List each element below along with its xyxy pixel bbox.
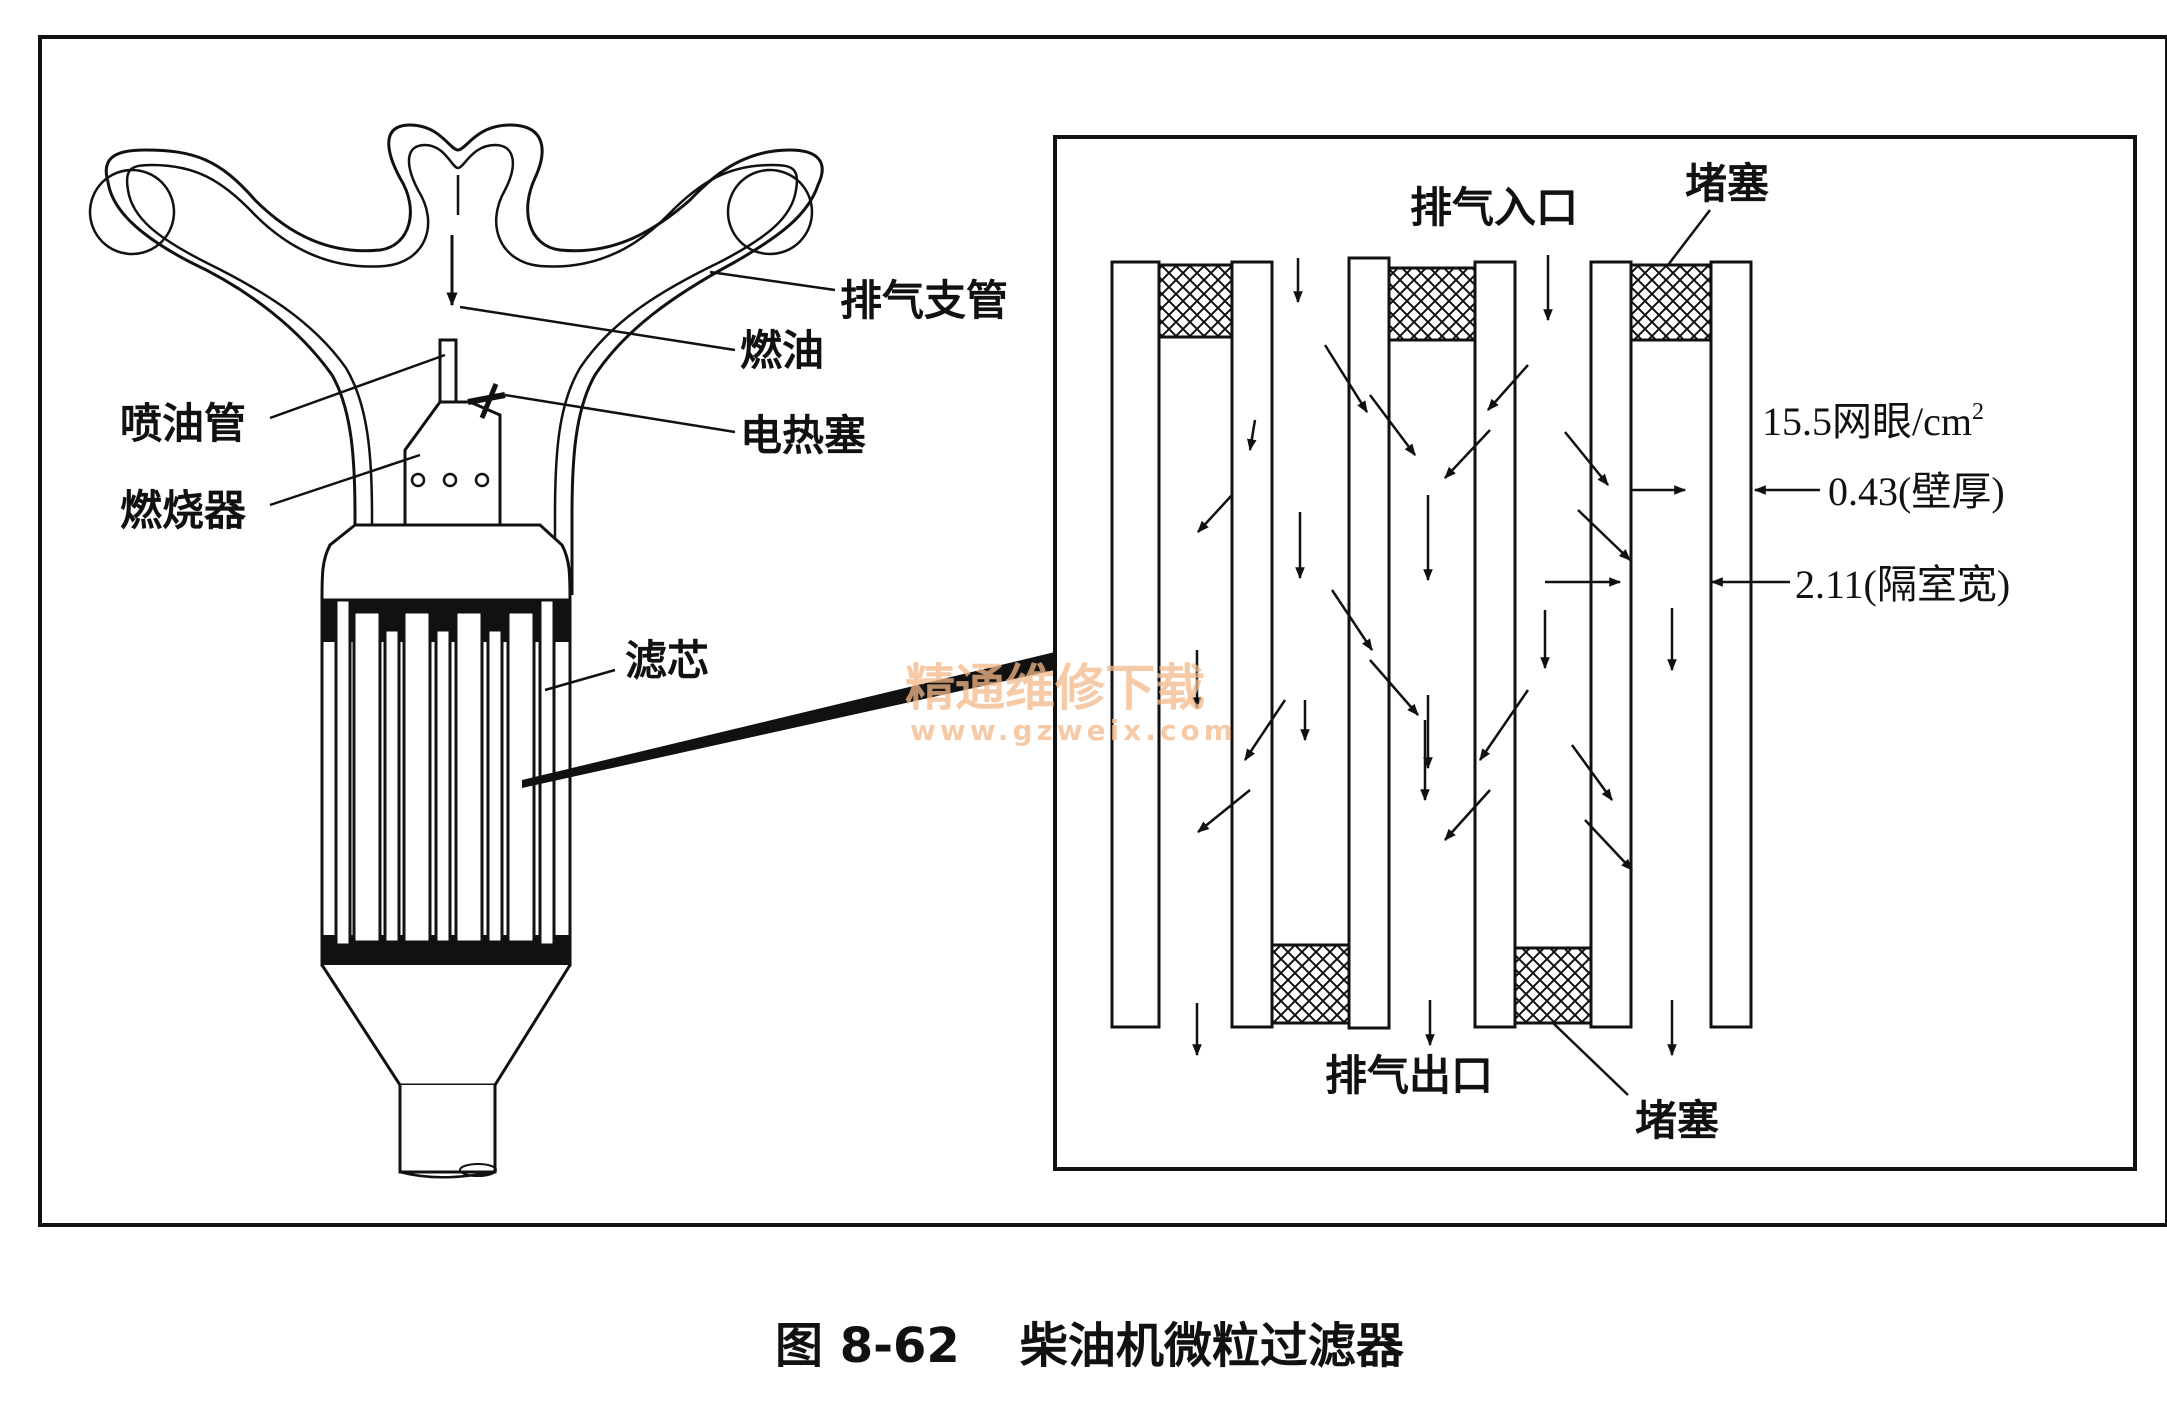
outlet-pipe xyxy=(398,1085,497,1174)
label-wall-thickness: 0.43(壁厚) xyxy=(1828,469,2005,514)
filter-assembly-drawing xyxy=(88,123,824,1179)
label-glow-plug: 电热塞 xyxy=(740,411,866,460)
label-exhaust-outlet: 排气出口 xyxy=(1325,1051,1493,1100)
manifold-outline xyxy=(104,123,824,595)
figure-title: 柴油机微粒过滤器 xyxy=(1020,1318,1405,1374)
label-fuel: 燃油 xyxy=(740,326,824,375)
left-leader-lines xyxy=(269,270,836,692)
injector-tube xyxy=(438,338,458,404)
plug-bottom-2 xyxy=(1513,946,1593,1025)
outer-frame xyxy=(38,35,2167,1227)
label-plug-bottom: 堵塞 xyxy=(1635,1096,1719,1145)
manifold-port-right xyxy=(726,168,814,256)
filter-walls xyxy=(1110,256,1753,1030)
cell-density-value: 15.5网眼/cm xyxy=(1762,399,1972,444)
flow-arrows xyxy=(1192,255,1677,1057)
plug-top-2 xyxy=(1387,266,1477,342)
label-injector: 喷油管 xyxy=(120,399,246,448)
detail-drawing xyxy=(1110,209,1820,1096)
label-cell-density: 15.5网眼/cm2 xyxy=(1762,399,1984,444)
label-filter-core: 滤芯 xyxy=(625,636,709,685)
figure-caption: 图 8-62 柴油机微粒过滤器 xyxy=(775,1318,1405,1374)
watermark: 精通维修下载 www.gzweix.com xyxy=(905,658,1237,747)
label-exhaust-manifold: 排气支管 xyxy=(840,276,1008,325)
manifold-port-left xyxy=(88,168,176,256)
watermark-site-name: 精通维修下载 xyxy=(905,658,1205,717)
watermark-url: www.gzweix.com xyxy=(910,714,1237,747)
magnifier-wedge xyxy=(522,652,1055,788)
filter-channels xyxy=(334,598,556,947)
figure-number: 图 8-62 xyxy=(775,1318,960,1374)
plug-top-1 xyxy=(1157,263,1234,339)
outlet-cone xyxy=(320,964,572,1087)
burner-body xyxy=(403,400,502,527)
label-burner: 燃烧器 xyxy=(120,486,247,535)
cell-density-superscript: 2 xyxy=(1972,399,1984,425)
plug-top-3 xyxy=(1629,263,1713,342)
manifold-inner-outline xyxy=(125,143,799,595)
plug-bottom-1 xyxy=(1270,943,1351,1025)
label-plug-top: 堵塞 xyxy=(1685,159,1769,208)
detail-panel xyxy=(1053,135,2137,1171)
label-cell-width: 2.11(隔室宽) xyxy=(1795,562,2010,607)
label-exhaust-inlet: 排气入口 xyxy=(1410,183,1578,232)
glow-plug xyxy=(467,383,506,419)
dimension-markers xyxy=(1545,485,1820,587)
